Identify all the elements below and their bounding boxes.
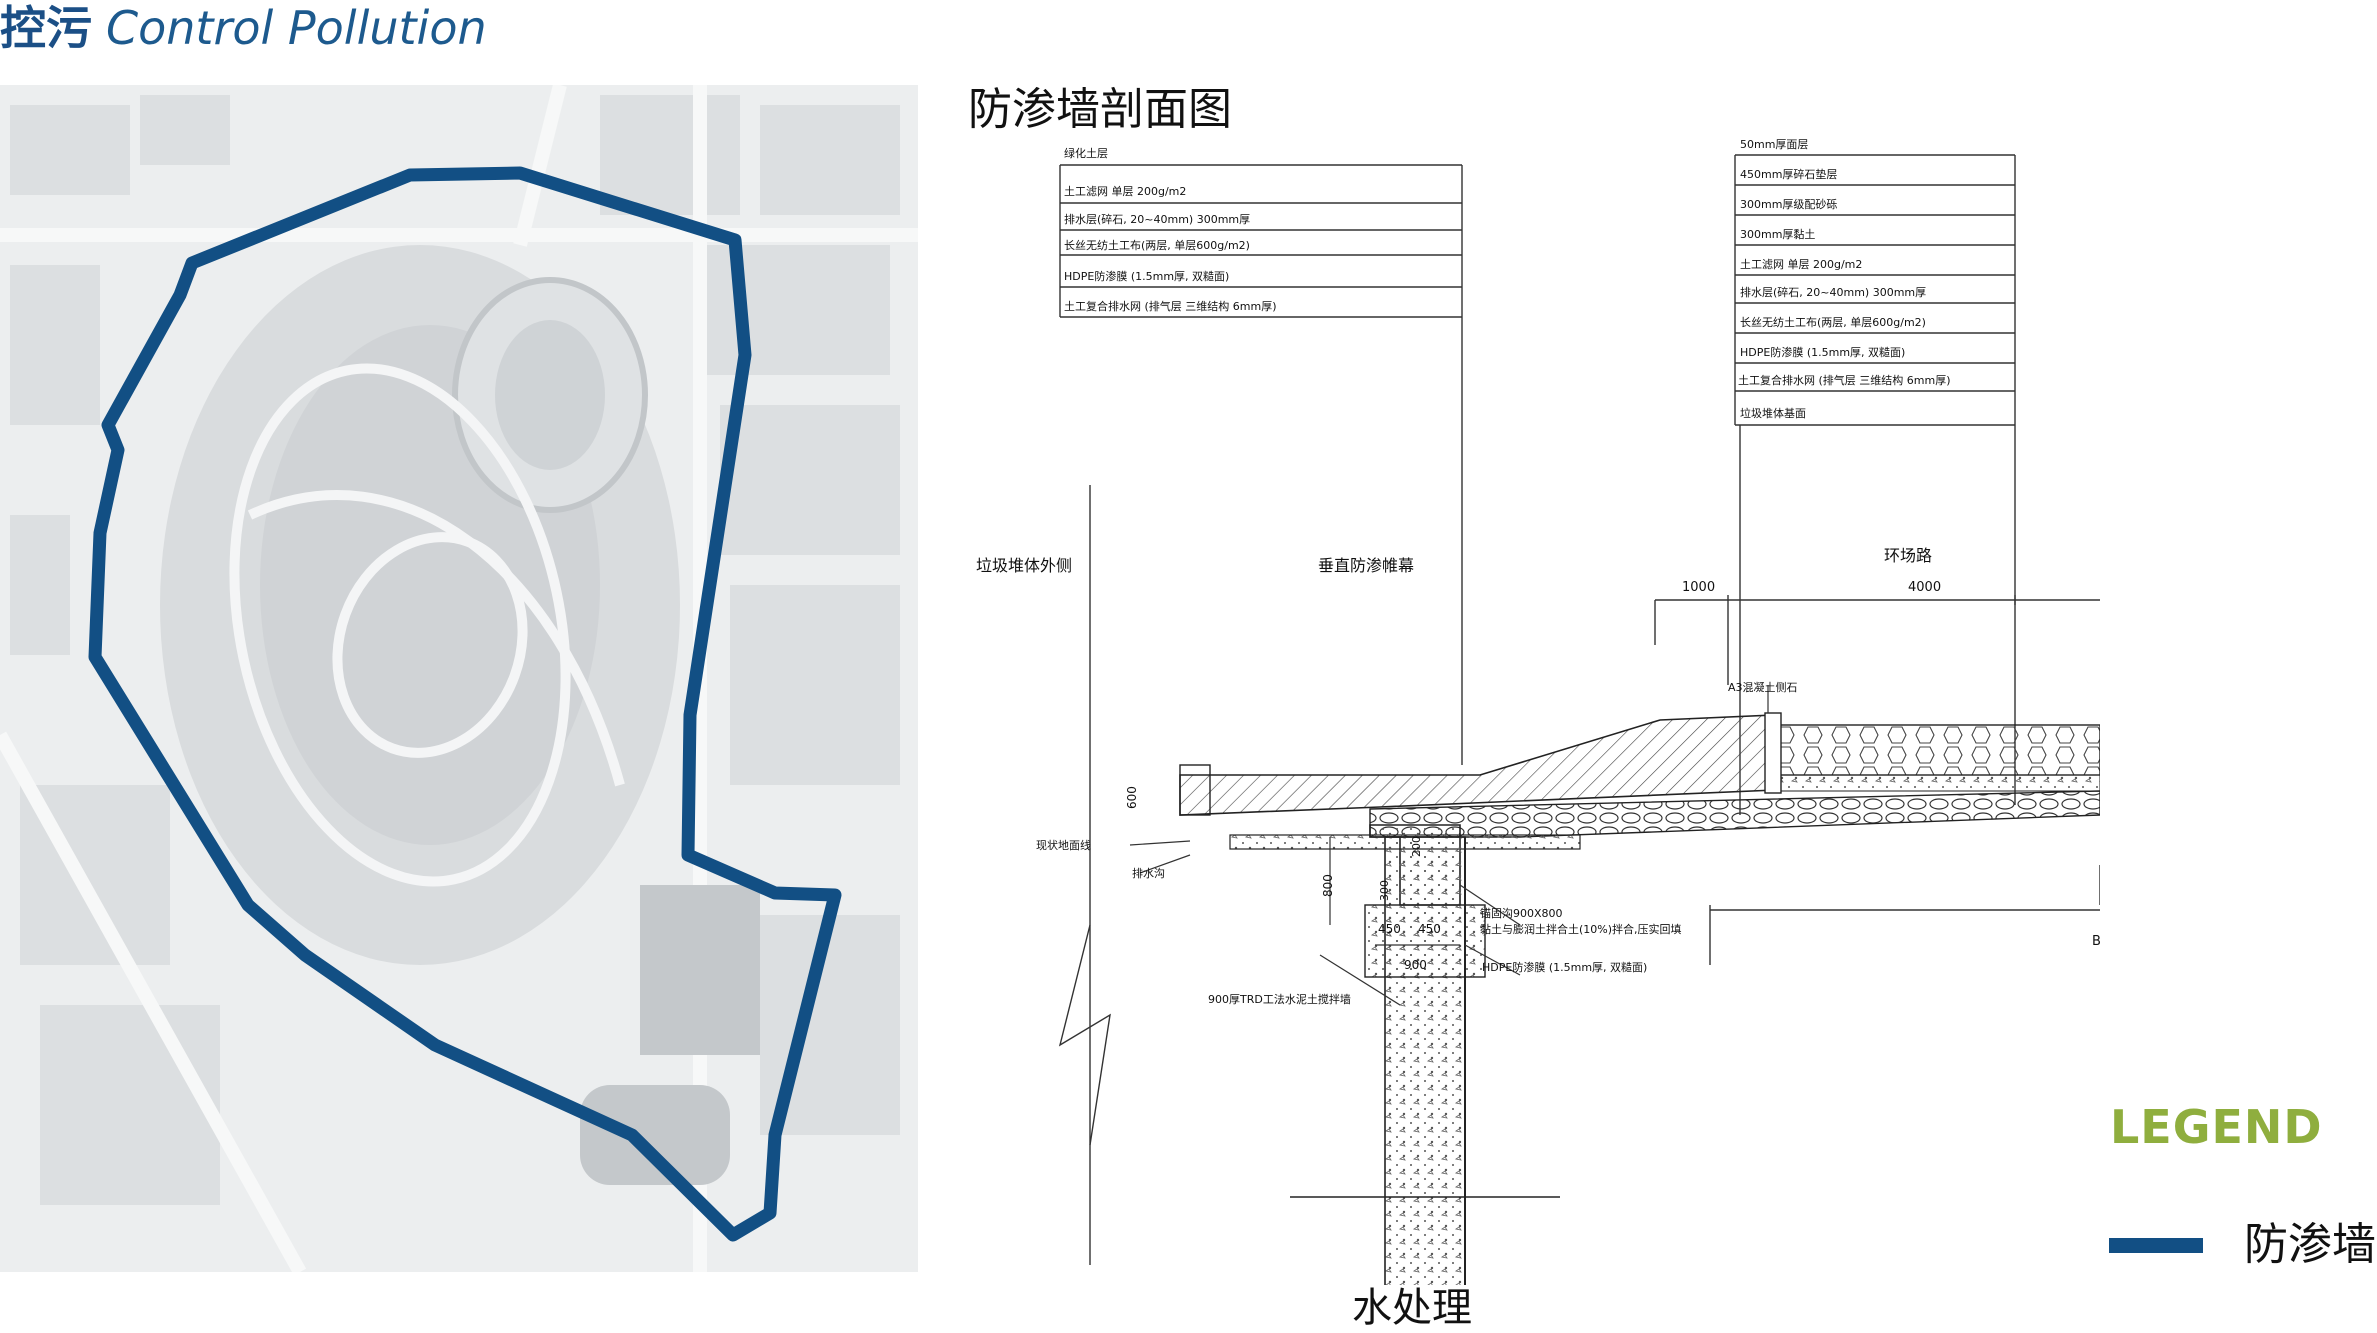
drawing-caption: 水处理 — [1352, 1285, 1472, 1331]
right-layer-5: 排水层(碎石, 20~40mm) 300mm厚 — [1740, 285, 1926, 299]
label-b: B — [2092, 934, 2100, 949]
cutoff-wall-section-drawing: 绿化土层 土工滤网 单层 200g/m2 排水层(碎石, 20~40mm) 30… — [976, 138, 2100, 1285]
site-plan-map-graphic — [0, 85, 918, 1272]
zone-label-mid: 垂直防渗帷幕 — [1318, 556, 1414, 575]
label-clay-fill: 黏土与膨润土拌合土(10%)拌合,压实回填 — [1480, 922, 1682, 936]
label-curb: A3混凝土侧石 — [1728, 680, 1798, 694]
dim-4000: 4000 — [1908, 580, 1941, 595]
site-plan-map — [0, 85, 918, 1272]
left-layer-1: 土工滤网 单层 200g/m2 — [1064, 185, 1186, 198]
right-layer-1: 450mm厚碎石垫层 — [1740, 167, 1837, 181]
dim-450-b: 450 — [1418, 922, 1441, 936]
right-layer-3: 300mm厚黏土 — [1740, 227, 1815, 241]
label-ditch: 排水沟 — [1132, 866, 1165, 880]
right-layer-0: 50mm厚面层 — [1740, 138, 1808, 151]
dim-200: 200 — [1410, 836, 1423, 857]
dim-300: 300 — [1378, 880, 1391, 901]
section-title: 防渗墙剖面图 — [968, 84, 1232, 135]
legend-title: LEGEND — [2110, 1100, 2323, 1154]
label-ground-line: 现状地面线 — [1036, 838, 1091, 852]
zone-label-left: 垃圾堆体外侧 — [976, 556, 1072, 575]
dim-600: 600 — [1125, 786, 1139, 809]
anti-seepage-wall-boundary — [88, 166, 842, 1242]
left-layer-5: 土工复合排水网 (排气层 三维结构 6mm厚) — [1064, 299, 1277, 313]
label-trd-wall: 900厚TRD工法水泥土搅拌墙 — [1208, 992, 1351, 1006]
label-hdpe-membrane: HDPE防渗膜 (1.5mm厚, 双糙面) — [1482, 960, 1647, 974]
dim-900: 900 — [1404, 958, 1427, 972]
page-title: 控污 Control Pollution — [0, 0, 487, 60]
right-layer-9: 垃圾堆体基面 — [1740, 406, 1806, 420]
left-layer-0: 绿化土层 — [1064, 146, 1108, 160]
page-title-zh: 控污 — [0, 1, 92, 55]
legend-label-anti-seepage-wall: 防渗墙 — [2244, 1219, 2376, 1270]
right-layer-4: 土工滤网 单层 200g/m2 — [1740, 258, 1862, 271]
dim-450-a: 450 — [1378, 922, 1401, 936]
right-layer-2: 300mm厚级配砂砾 — [1740, 198, 1837, 211]
right-layer-7: HDPE防渗膜 (1.5mm厚, 双糙面) — [1740, 345, 1905, 359]
legend-swatch-anti-seepage-wall — [2109, 1238, 2203, 1253]
label-anchor-trench: 锚固沟900X800 — [1480, 906, 1563, 920]
zone-label-right: 环场路 — [1884, 546, 1932, 565]
left-layer-4: HDPE防渗膜 (1.5mm厚, 双糙面) — [1064, 269, 1229, 283]
left-layer-3: 长丝无纺土工布(两层, 单层600g/m2) — [1064, 238, 1250, 252]
dim-800: 800 — [1321, 874, 1335, 897]
page-title-en: Control Pollution — [106, 1, 487, 55]
dim-1000: 1000 — [1682, 580, 1715, 595]
right-layer-6: 长丝无纺土工布(两层, 单层600g/m2) — [1740, 315, 1926, 329]
left-layer-2: 排水层(碎石, 20~40mm) 300mm厚 — [1064, 212, 1250, 226]
right-layer-8: 土工复合排水网 (排气层 三维结构 6mm厚) — [1738, 373, 1951, 387]
